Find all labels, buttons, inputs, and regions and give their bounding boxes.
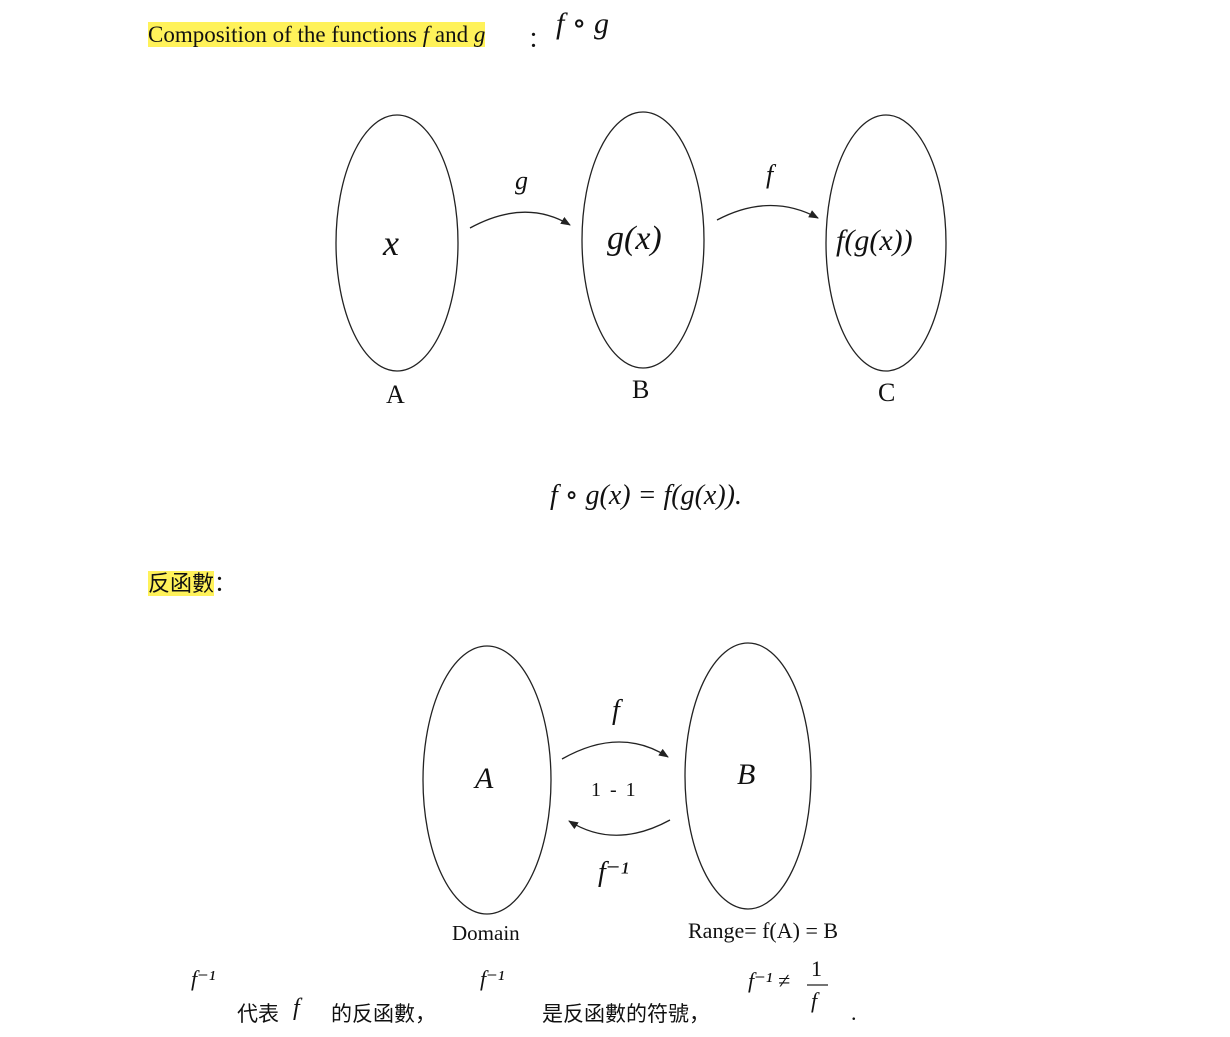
footnote-f: f <box>293 995 300 1021</box>
footnote-symbol-2: f⁻¹ <box>480 966 505 991</box>
range-content: B <box>737 758 756 791</box>
footnote-period: . <box>851 1000 857 1025</box>
fraction-numerator: 1 <box>811 956 822 981</box>
inverse-heading-colon: ： <box>214 571 237 596</box>
set-b-content: g(x) <box>607 220 662 257</box>
arrow-forward-f <box>561 741 669 760</box>
set-c-label: C <box>878 378 896 407</box>
composition-colon: ： <box>528 27 551 52</box>
heading-g: g <box>473 22 486 47</box>
set-c-ellipse <box>825 114 947 372</box>
set-a-ellipse <box>335 114 459 372</box>
inequality-left: f⁻¹ ≠ <box>748 968 790 993</box>
footnote-symbol-1: f⁻¹ <box>191 966 216 991</box>
arrow-inverse-f <box>568 819 671 836</box>
footnote-text-1: 代表 <box>237 1002 279 1026</box>
inverse-heading-text: 反函數 <box>148 571 215 596</box>
heading-f: f <box>422 22 430 47</box>
composition-formula: f ∘ g(x) = f(g(x)). <box>550 480 742 511</box>
domain-content: A <box>475 762 494 795</box>
arrow-f-label: f <box>766 160 774 189</box>
forward-f-label: f <box>612 695 620 726</box>
domain-label: Domain <box>452 921 520 945</box>
set-b-ellipse <box>581 111 705 369</box>
footnote-text-3: 是反函數的符號， <box>542 1002 710 1026</box>
set-a-label: A <box>386 380 405 409</box>
footnote-text-2: 的反函數， <box>331 1002 436 1026</box>
arrow-g-label: g <box>515 166 528 195</box>
composition-heading: Composition of the functions f and g <box>148 22 486 48</box>
set-a-content: x <box>383 223 399 263</box>
heading-prefix: Composition of the functions <box>148 22 417 47</box>
fraction-denominator: f <box>811 988 818 1013</box>
domain-ellipse <box>422 645 552 915</box>
composition-heading-highlight: Composition of the functions f and g <box>148 22 486 47</box>
set-c-content: f(g(x)) <box>836 224 913 257</box>
range-label: Range= f(A) = B <box>688 918 839 943</box>
set-b-label: B <box>632 375 650 404</box>
mapping-type-label: 1 - 1 <box>591 779 638 801</box>
heading-and: and <box>434 22 469 47</box>
inverse-heading: 反函數： <box>148 566 236 598</box>
arrow-f <box>716 204 819 221</box>
composition-notation: f ∘ g <box>556 7 610 40</box>
inverse-f-label: f⁻¹ <box>598 857 629 888</box>
arrow-g <box>469 211 571 229</box>
range-ellipse <box>684 642 812 910</box>
